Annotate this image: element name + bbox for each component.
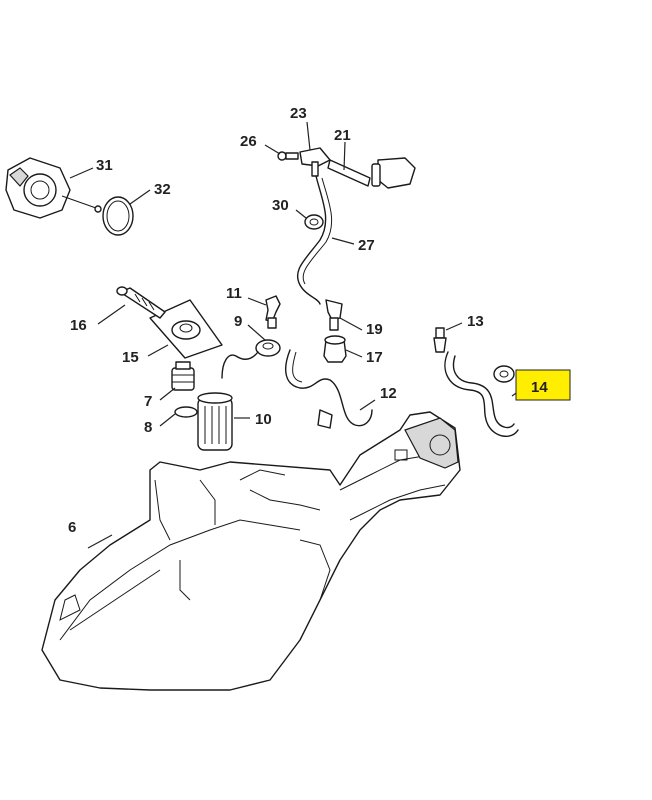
label-9[interactable]: 9 xyxy=(234,313,242,330)
label-16[interactable]: 16 xyxy=(70,317,87,334)
part-7-pickup-body xyxy=(171,361,195,391)
part-6-tank-housing xyxy=(41,411,461,691)
part-14-hose xyxy=(444,351,519,437)
part-16-screw xyxy=(116,286,166,319)
part-10-fuel-filter xyxy=(197,392,233,451)
part-31-pump-assembly xyxy=(5,157,102,219)
label-32[interactable]: 32 xyxy=(154,181,171,198)
label-10[interactable]: 10 xyxy=(255,411,272,428)
part-21-primer-hose xyxy=(327,157,416,189)
label-30[interactable]: 30 xyxy=(272,197,289,214)
part-17-grommet xyxy=(323,335,347,363)
label-11[interactable]: 11 xyxy=(226,285,242,302)
label-23[interactable]: 23 xyxy=(290,105,307,122)
label-17[interactable]: 17 xyxy=(366,349,383,366)
part-8-o-ring xyxy=(174,406,198,418)
part-11-fitting xyxy=(265,295,281,329)
label-6[interactable]: 6 xyxy=(68,519,76,536)
label-21[interactable]: 21 xyxy=(334,127,351,144)
part-9-grommet xyxy=(221,339,281,379)
label-13[interactable]: 13 xyxy=(467,313,484,330)
label-7[interactable]: 7 xyxy=(144,393,152,410)
part-12-fuel-hose xyxy=(284,349,373,429)
part-15-plate xyxy=(149,299,223,359)
label-14[interactable]: 14 xyxy=(531,379,548,396)
label-27[interactable]: 27 xyxy=(358,237,375,254)
label-19[interactable]: 19 xyxy=(366,321,383,338)
part-13-fitting xyxy=(433,327,447,353)
part-32-o-ring xyxy=(102,196,134,236)
part-26-screw xyxy=(277,151,299,161)
label-31[interactable]: 31 xyxy=(96,157,113,174)
label-26[interactable]: 26 xyxy=(240,133,257,150)
part-19-valve xyxy=(325,299,343,331)
part-27-long-hose xyxy=(296,175,333,305)
label-8[interactable]: 8 xyxy=(144,419,152,436)
highlight-box xyxy=(515,369,571,401)
leader-lines xyxy=(69,121,527,549)
part-30-grommet xyxy=(304,214,324,230)
part-23-t-fitting xyxy=(299,147,331,177)
label-12[interactable]: 12 xyxy=(380,385,397,402)
label-15[interactable]: 15 xyxy=(122,349,139,366)
